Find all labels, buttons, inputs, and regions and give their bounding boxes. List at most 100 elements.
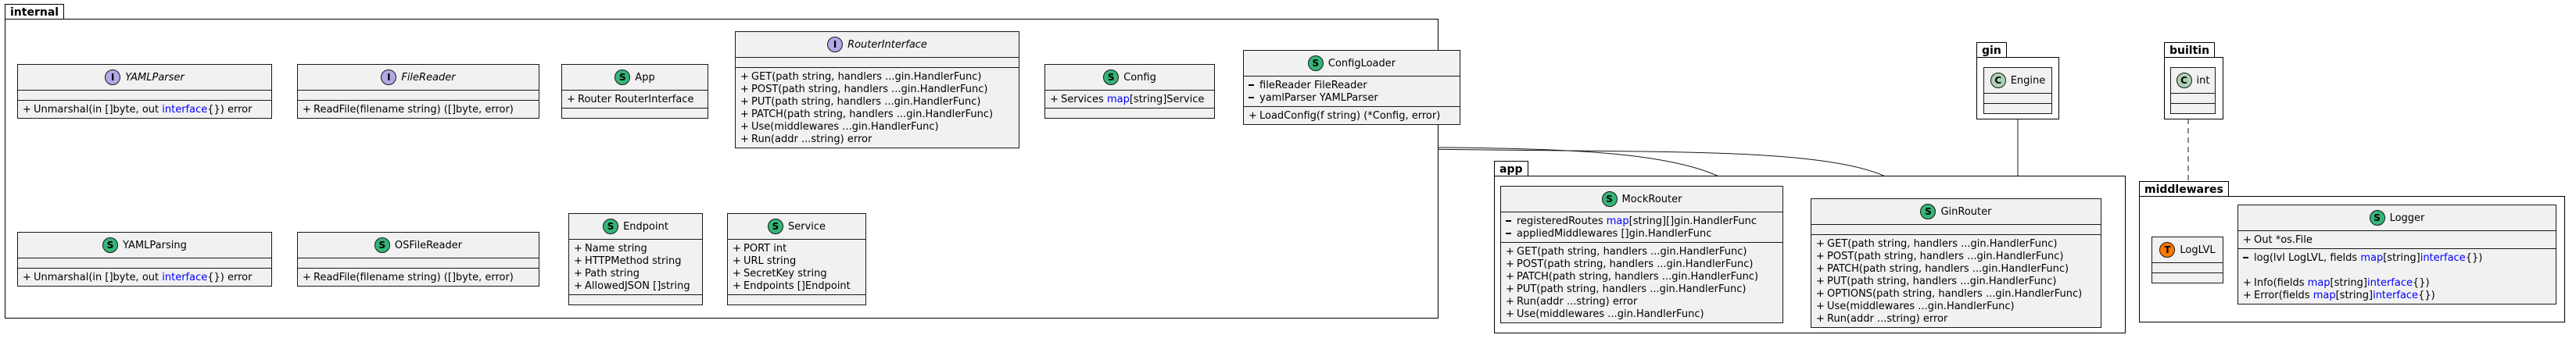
method-signature: OPTIONS(path string, handlers ...gin.Han… bbox=[1827, 288, 2082, 300]
text-token: ReadFile(filename string) ([]byte, error… bbox=[313, 271, 514, 283]
method-signature: PUT(path string, handlers ...gin.Handler… bbox=[751, 96, 980, 108]
class-name: FileReader bbox=[401, 71, 456, 84]
method-row: PUT(path string, handlers ...gin.Handler… bbox=[1506, 283, 1778, 295]
stereotype-i-icon: I bbox=[381, 69, 397, 85]
method-row: Use(middlewares ...gin.HandlerFunc) bbox=[1816, 300, 2096, 312]
method-signature: Run(addr ...string) error bbox=[1827, 313, 1947, 325]
method-signature: PUT(path string, handlers ...gin.Handler… bbox=[1517, 283, 1746, 295]
stereotype-s-icon: S bbox=[603, 219, 619, 234]
fields-compartment: PORT intURL stringSecretKey stringEndpoi… bbox=[728, 240, 865, 294]
method-signature: Unmarshal(in []byte, out interface{}) er… bbox=[34, 272, 252, 283]
public-visibility-icon bbox=[740, 121, 751, 133]
method-signature: POST(path string, handlers ...gin.Handle… bbox=[1517, 258, 1753, 270]
public-visibility-icon bbox=[567, 94, 578, 105]
method-row: log(lvl LogLVL, fields map[string]interf… bbox=[2243, 251, 2551, 264]
stereotype-c-icon: C bbox=[2176, 73, 2192, 88]
compartment-divider bbox=[2152, 262, 2223, 263]
class-name: GinRouter bbox=[1940, 205, 1992, 218]
stereotype-s-icon: S bbox=[1920, 204, 1936, 219]
class-filereader[interactable]: I FileReaderReadFile(filename string) ([]… bbox=[297, 64, 539, 119]
class-endpoint[interactable]: SEndpointName stringHTTPMethod stringPat… bbox=[568, 213, 703, 305]
text-token: POST(path string, handlers ...gin.Handle… bbox=[751, 83, 988, 95]
compartment-divider bbox=[298, 100, 539, 101]
text-token: Use(middlewares ...gin.HandlerFunc) bbox=[751, 120, 939, 133]
text-token: Run(addr ...string) error bbox=[751, 133, 872, 145]
methods-compartment: ReadFile(filename string) ([]byte, error… bbox=[298, 101, 539, 118]
method-signature: ReadFile(filename string) ([]byte, error… bbox=[313, 272, 514, 283]
method-row: POST(path string, handlers ...gin.Handle… bbox=[1816, 250, 2096, 262]
method-row: GET(path string, handlers ...gin.Handler… bbox=[1506, 245, 1778, 258]
method-signature: Run(addr ...string) error bbox=[1517, 296, 1637, 308]
class-name: Engine bbox=[2010, 74, 2046, 87]
class-yamlparser[interactable]: IYAMLParserUnmarshal(in []byte, out inte… bbox=[17, 64, 272, 119]
compartment-divider bbox=[736, 67, 1019, 68]
class-header: I FileReader bbox=[298, 65, 539, 90]
text-token: log(lvl LogLVL, fields bbox=[2254, 251, 2361, 264]
fields-compartment: Out *os.File bbox=[2238, 231, 2556, 248]
stereotype-s-icon: S bbox=[102, 237, 119, 253]
method-row: GET(path string, handlers ...gin.Handler… bbox=[1816, 237, 2096, 250]
text-token: PUT(path string, handlers ...gin.Handler… bbox=[1517, 283, 1747, 295]
method-row bbox=[2243, 264, 2551, 276]
field-signature: registeredRoutes map[string][]gin.Handle… bbox=[1517, 215, 1757, 227]
fields-compartment bbox=[2171, 94, 2215, 103]
stereotype-t-icon: T bbox=[2159, 242, 2176, 258]
methods-compartment bbox=[562, 109, 708, 118]
public-visibility-icon bbox=[733, 280, 743, 292]
class-service[interactable]: SServicePORT intURL stringSecretKey stri… bbox=[727, 213, 866, 305]
keyword-token: map bbox=[2307, 276, 2331, 289]
text-token: GET(path string, handlers ...gin.Handler… bbox=[751, 70, 982, 83]
method-signature: PATCH(path string, handlers ...gin.Handl… bbox=[751, 109, 993, 120]
class-config[interactable]: SConfigServices map[string]Service bbox=[1044, 64, 1215, 119]
compartment-divider bbox=[2171, 103, 2215, 104]
fields-compartment bbox=[2152, 263, 2223, 272]
class-name: YAMLParsing bbox=[123, 239, 187, 251]
class-routerinterface[interactable]: IRouterInterfaceGET(path string, handler… bbox=[735, 31, 1019, 148]
text-token: Path string bbox=[585, 267, 640, 280]
fields-compartment bbox=[736, 58, 1019, 67]
text-token: {}) error bbox=[207, 271, 253, 283]
field-row: Out *os.File bbox=[2243, 233, 2551, 246]
stereotype-i-icon: I bbox=[105, 69, 121, 85]
text-token: Endpoints []Endpoint bbox=[743, 280, 851, 292]
compartment-divider bbox=[298, 90, 539, 91]
class-header: S YAMLParsing bbox=[18, 233, 271, 258]
text-token: appliedMiddlewares []gin.HandlerFunc bbox=[1517, 227, 1712, 240]
class-ginrouter[interactable]: S GinRouterGET(path string, handlers ...g… bbox=[1811, 198, 2101, 328]
method-signature: Use(middlewares ...gin.HandlerFunc) bbox=[1827, 301, 2015, 312]
public-visibility-icon bbox=[1506, 296, 1517, 308]
method-signature: Info(fields map[string]interface{}) bbox=[2254, 277, 2430, 289]
class-osfilereader[interactable]: SOSFileReaderReadFile(filename string) (… bbox=[297, 232, 539, 287]
text-token: [string] bbox=[2335, 289, 2374, 301]
class-yamlparsing[interactable]: S YAMLParsingUnmarshal(in []byte, out int… bbox=[17, 232, 272, 287]
text-token: {}) bbox=[2465, 251, 2483, 264]
field-row: PORT int bbox=[733, 242, 861, 255]
fields-compartment bbox=[1984, 94, 2051, 103]
class-name: RouterInterface bbox=[847, 38, 927, 51]
text-token: Use(middlewares ...gin.HandlerFunc) bbox=[1827, 300, 2015, 312]
field-signature: AllowedJSON []string bbox=[585, 280, 690, 292]
public-visibility-icon bbox=[1816, 251, 1827, 262]
text-token: Error(fields bbox=[2254, 289, 2313, 301]
method-signature: POST(path string, handlers ...gin.Handle… bbox=[1827, 251, 2063, 262]
compartment-divider bbox=[1045, 108, 1214, 109]
field-row: Path string bbox=[574, 267, 697, 280]
compartment-divider bbox=[298, 268, 539, 269]
compartment-divider bbox=[2152, 272, 2223, 273]
stereotype-s-icon: S bbox=[767, 219, 783, 234]
class-name: MockRouter bbox=[1621, 193, 1682, 205]
class-app[interactable]: SAppRouter RouterInterface bbox=[561, 64, 708, 119]
public-visibility-icon bbox=[2243, 277, 2254, 289]
method-row: LoadConfig(f string) (*Config, error) bbox=[1249, 109, 1455, 122]
